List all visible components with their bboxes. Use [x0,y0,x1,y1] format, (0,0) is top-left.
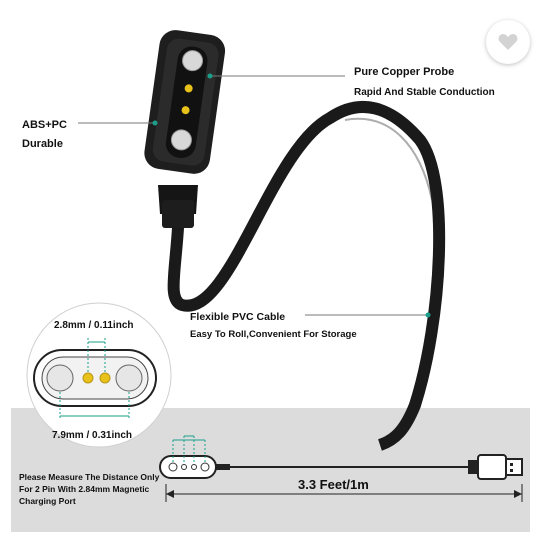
dimension-callout [26,302,172,448]
probe-title: Pure Copper Probe [354,66,455,78]
cable-length-label: 3.3 Feet/1m [298,477,369,492]
outer-spacing-label: 7.9mm / 0.31inch [52,430,133,441]
pin-spacing-label: 2.8mm / 0.11inch [54,320,134,331]
probe-subtitle: Rapid And Stable Conduction [354,87,495,98]
pvc-title: Flexible PVC Cable [190,311,286,323]
heart-icon [498,34,518,50]
favorite-button[interactable] [486,20,530,64]
abs-subtitle: Durable [22,138,63,150]
connector-head [144,30,226,174]
pvc-subtitle: Easy To Roll,Convenient For Storage [190,329,357,340]
cable-diagram [159,435,523,502]
cable [167,100,446,411]
measure-note: Please Measure The Distance Only For 2 P… [19,472,160,506]
abs-title: ABS+PC [22,119,67,131]
